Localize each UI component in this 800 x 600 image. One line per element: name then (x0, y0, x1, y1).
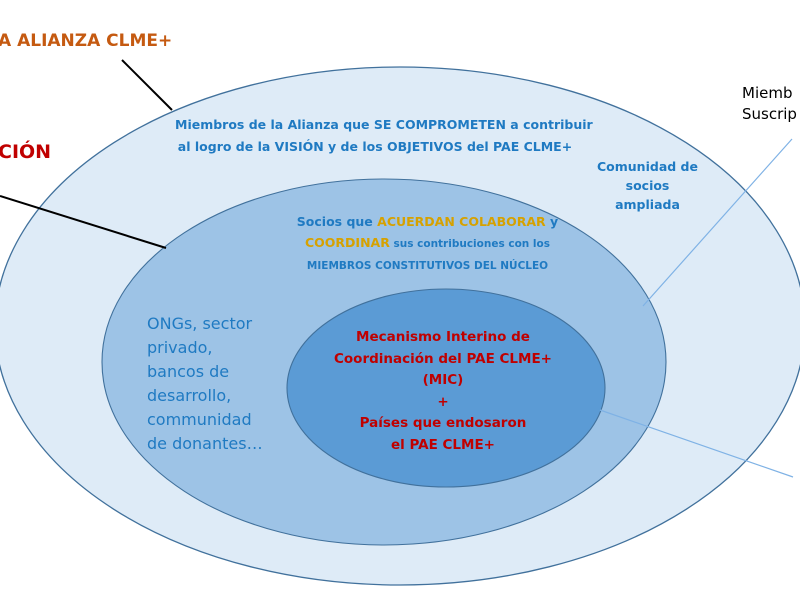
extended-community-label: Comunidad de socios ampliada (590, 157, 705, 214)
outer-ring-description: Miembros de la Alianza que SE COMPROMETE… (175, 114, 593, 158)
core-line: el PAE CLME+ (391, 436, 495, 453)
partner-example-line: communidad (147, 410, 252, 429)
partner-example-line: desarrollo, (147, 386, 232, 405)
community-line: ampliada (615, 197, 680, 212)
core-line: Países que endosaron (359, 415, 527, 431)
callout-line-subscribed-members (642, 138, 793, 307)
middle-text-seg: MIEMBROS CONSTITUTIVOS DEL NÚCLEO (306, 260, 549, 272)
middle-text-seg: sus contribuciones con los (389, 238, 550, 250)
partner-example-line: de donantes… (147, 434, 263, 453)
community-line: socios (625, 178, 670, 193)
core-plus: + (437, 393, 449, 410)
middle-ring-line2: COORDINAR sus contribuciones con los (290, 232, 565, 254)
partner-example-line: bancos de (147, 362, 230, 381)
core-description: Mecanismo Interino de Coordinación del P… (318, 327, 568, 456)
core-line: Mecanismo Interino de (356, 329, 530, 345)
middle-text-seg: y (545, 214, 559, 229)
community-line: Comunidad de (597, 159, 698, 174)
partner-examples-list: ONGs, sector privado, bancos de desarrol… (147, 312, 263, 456)
inner-ellipse-core-members (286, 288, 606, 488)
alliance-label: A ALIANZA CLME+ (0, 31, 173, 51)
callout-line-action (0, 195, 167, 249)
partner-example-line: privado, (147, 338, 213, 357)
members-label-line2: Suscrip (742, 105, 797, 123)
middle-ring-description: Socios que ACUERDAN COLABORAR y COORDINA… (290, 211, 565, 276)
outer-ring-line1: Miembros de la Alianza que SE COMPROMETE… (175, 117, 593, 132)
core-line: (MIC) (422, 372, 464, 388)
middle-ring-line3: MIEMBROS CONSTITUTIVOS DEL NÚCLEO (290, 254, 565, 276)
outer-ring-line2: al logro de la VISIÓN y de los OBJETIVOS… (177, 139, 573, 154)
subscribed-members-label: Miemb Suscrip (742, 83, 797, 125)
middle-ring-line1: Socios que ACUERDAN COLABORAR y (290, 211, 565, 232)
partner-example-line: ONGs, sector (147, 314, 253, 333)
core-line: Coordinación del PAE CLME+ (334, 350, 552, 367)
callout-line-core (599, 409, 794, 478)
middle-text-seg: Socios que (296, 214, 378, 229)
middle-text-highlight: COORDINAR (305, 235, 390, 250)
action-label: CIÓN (0, 141, 52, 163)
callout-line-alliance (121, 59, 173, 111)
members-label-line1: Miemb (742, 84, 793, 102)
middle-text-highlight: ACUERDAN COLABORAR (377, 214, 546, 229)
